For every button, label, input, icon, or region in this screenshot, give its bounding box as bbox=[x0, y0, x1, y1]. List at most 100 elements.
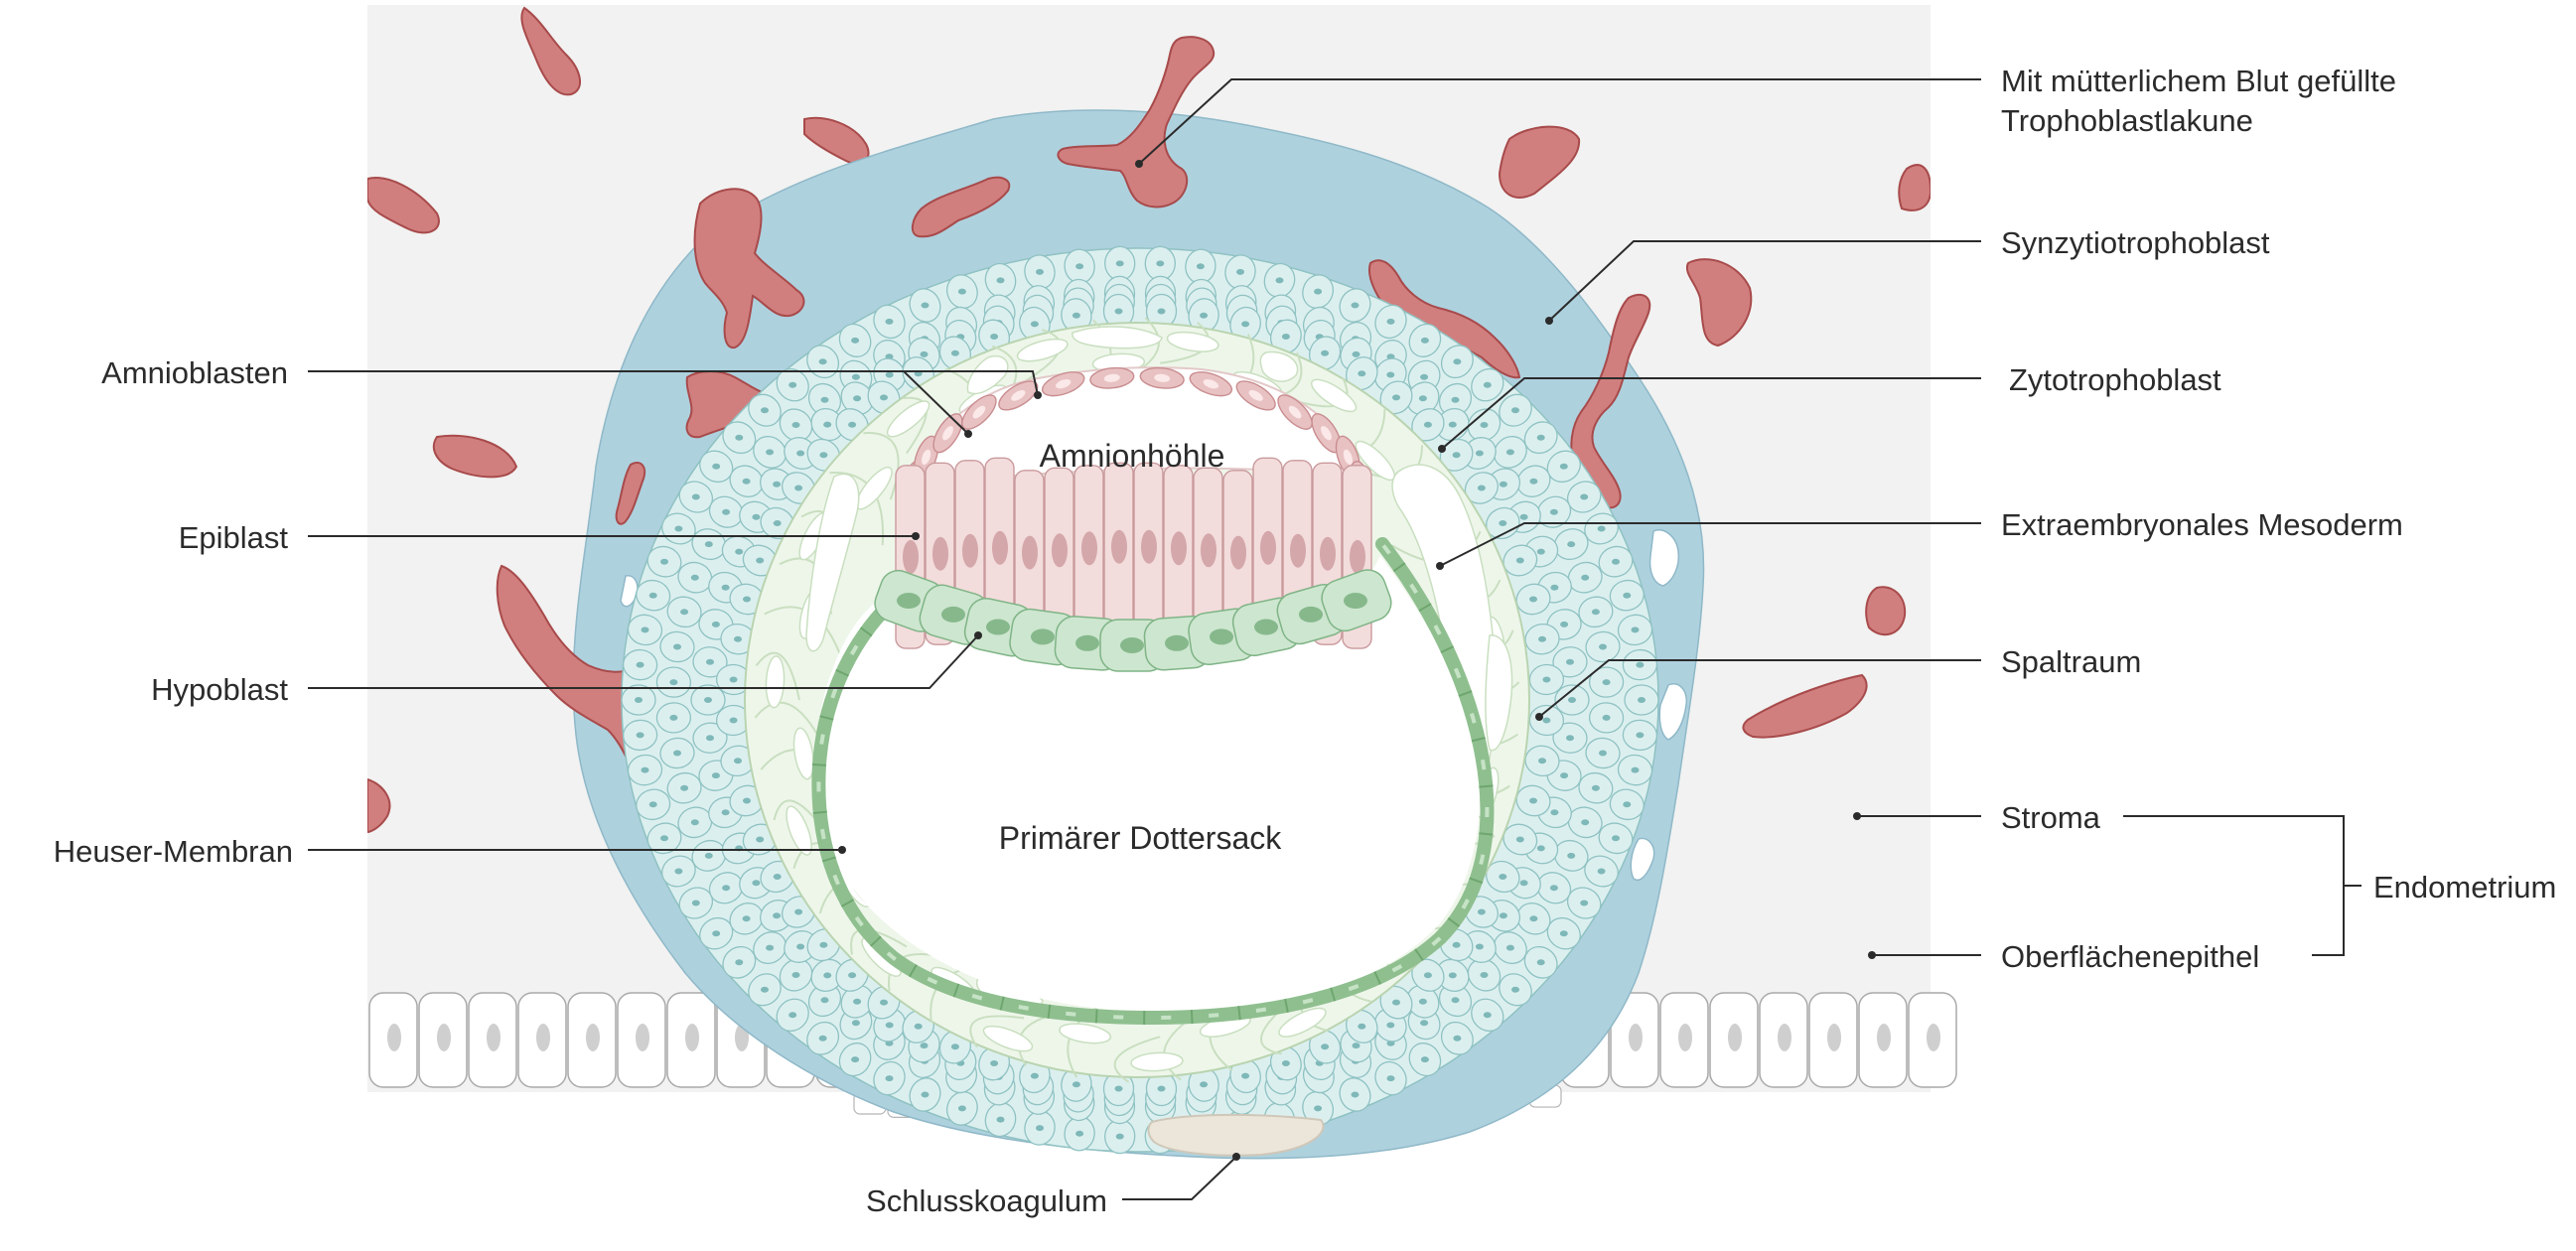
zyto-nucleus bbox=[1499, 874, 1507, 880]
zyto-nucleus bbox=[788, 381, 797, 388]
zyto-nucleus bbox=[660, 835, 668, 842]
zyto-nucleus bbox=[743, 596, 751, 603]
zyto-nucleus bbox=[1499, 912, 1507, 919]
zyto-nucleus bbox=[1157, 1085, 1166, 1092]
mesoderm-space bbox=[1130, 1051, 1184, 1072]
zyto-nucleus bbox=[704, 697, 712, 703]
zyto-nucleus bbox=[990, 334, 999, 340]
zyto-nucleus bbox=[880, 394, 888, 401]
zyto-nucleus bbox=[1448, 972, 1457, 979]
zyto-nucleus bbox=[648, 801, 657, 808]
zyto-nucleus bbox=[1351, 1091, 1360, 1098]
zyto-nucleus bbox=[851, 1020, 860, 1027]
label-stroma: Stroma bbox=[2001, 800, 2101, 835]
zyto-nucleus bbox=[1566, 735, 1574, 742]
zyto-nucleus bbox=[773, 874, 782, 880]
mesoderm-space bbox=[1059, 1023, 1112, 1044]
mesoderm-space bbox=[765, 655, 786, 709]
zyto-nucleus bbox=[1420, 373, 1429, 380]
zyto-nucleus bbox=[742, 915, 751, 922]
label-primaerer-dottersack: Primärer Dottersack bbox=[999, 820, 1283, 856]
amnioblast-nucleus bbox=[972, 405, 986, 419]
zyto-nucleus bbox=[1200, 1081, 1209, 1088]
zyto-nucleus bbox=[1567, 541, 1576, 548]
epiblast-nucleus bbox=[1260, 530, 1276, 565]
amnioblast-nucleus bbox=[1288, 405, 1302, 419]
zyto-nucleus bbox=[1591, 784, 1600, 791]
zyto-nucleus bbox=[1475, 943, 1484, 950]
zyto-nucleus bbox=[1236, 268, 1244, 275]
zyto-nucleus bbox=[1156, 260, 1165, 267]
zyto-nucleus bbox=[706, 658, 714, 665]
zyto-nucleus bbox=[1505, 944, 1514, 951]
zyto-nucleus bbox=[1281, 334, 1290, 340]
zyto-nucleus bbox=[722, 508, 731, 515]
zyto-nucleus bbox=[1612, 835, 1620, 842]
zyto-nucleus bbox=[712, 463, 721, 470]
label-lakune-line1: Mit mütterlichem Blut gefüllte bbox=[2001, 64, 2396, 98]
epithel-nucleus bbox=[1678, 1024, 1692, 1051]
epithel-nucleus bbox=[1927, 1024, 1940, 1051]
zyto-nucleus bbox=[880, 999, 888, 1006]
zyto-nucleus bbox=[820, 396, 829, 403]
hypoblast-nucleus bbox=[1210, 628, 1233, 645]
zyto-nucleus bbox=[1420, 1056, 1429, 1063]
mesoderm-space bbox=[1310, 378, 1358, 413]
zyto-nucleus bbox=[794, 908, 803, 915]
zyto-nucleus bbox=[950, 349, 959, 356]
mesoderm-strand bbox=[754, 701, 823, 745]
zyto-nucleus bbox=[669, 714, 678, 721]
mesoderm-strand bbox=[755, 651, 800, 701]
zyto-nucleus bbox=[1542, 676, 1551, 683]
zyto-nucleus bbox=[1418, 395, 1427, 402]
zyto-nucleus bbox=[1386, 1022, 1395, 1029]
zyto-nucleus bbox=[1597, 868, 1606, 875]
zyto-nucleus bbox=[1538, 635, 1546, 642]
zyto-nucleus bbox=[1623, 801, 1632, 808]
zyto-nucleus bbox=[729, 676, 738, 683]
zyto-nucleus bbox=[1453, 1035, 1462, 1042]
zyto-nucleus bbox=[1200, 312, 1209, 319]
zyto-nucleus bbox=[756, 557, 765, 564]
zyto-nucleus bbox=[848, 972, 857, 979]
epiblast-nucleus bbox=[1052, 533, 1068, 568]
zyto-nucleus bbox=[704, 541, 713, 548]
epiblast-nucleus bbox=[932, 536, 948, 571]
label-zytotrophoblast: Zytotrophoblast bbox=[2009, 362, 2221, 397]
zyto-nucleus bbox=[743, 797, 751, 804]
zyto-nucleus bbox=[1392, 999, 1400, 1006]
zyto-nucleus bbox=[1529, 797, 1537, 804]
zyto-nucleus bbox=[1567, 852, 1576, 859]
label-synzytiotrophoblast: Synzytiotrophoblast bbox=[2001, 225, 2270, 260]
leader-lines bbox=[308, 78, 2361, 1200]
zyto-nucleus bbox=[851, 1056, 860, 1063]
epiblast-nucleus bbox=[903, 539, 919, 574]
zyto-nucleus bbox=[1452, 941, 1461, 948]
label-lakune-line2: Trophoblastlakune bbox=[2001, 103, 2253, 138]
zyto-nucleus bbox=[635, 697, 643, 703]
zyto-nucleus bbox=[1499, 481, 1507, 487]
zyto-nucleus bbox=[1581, 574, 1590, 581]
epithel-nucleus bbox=[387, 1024, 401, 1051]
zyto-nucleus bbox=[1549, 885, 1558, 892]
zyto-nucleus bbox=[1321, 1043, 1330, 1050]
zyto-nucleus bbox=[1480, 972, 1489, 978]
zyto-nucleus bbox=[1536, 845, 1545, 852]
zyto-nucleus bbox=[990, 1060, 999, 1066]
zyto-nucleus bbox=[1420, 1020, 1429, 1027]
zyto-nucleus bbox=[1536, 959, 1545, 966]
epiblast-nucleus bbox=[1171, 531, 1187, 566]
epiblast-nucleus bbox=[1201, 533, 1216, 568]
epithel-nucleus bbox=[1877, 1024, 1891, 1051]
zyto-nucleus bbox=[1358, 370, 1366, 377]
mesoderm-strand bbox=[969, 1015, 1025, 1048]
lacuna-large bbox=[1057, 36, 1216, 208]
epiblast-nucleus bbox=[1350, 539, 1365, 574]
zyto-nucleus bbox=[704, 852, 713, 859]
zyto-nucleus bbox=[636, 661, 644, 668]
label-amnioblasten: Amnioblasten bbox=[101, 355, 288, 390]
zyto-nucleus bbox=[851, 373, 860, 380]
mesoderm-space bbox=[886, 400, 930, 438]
zyto-nucleus bbox=[914, 1023, 923, 1030]
zyto-nucleus bbox=[711, 772, 720, 779]
